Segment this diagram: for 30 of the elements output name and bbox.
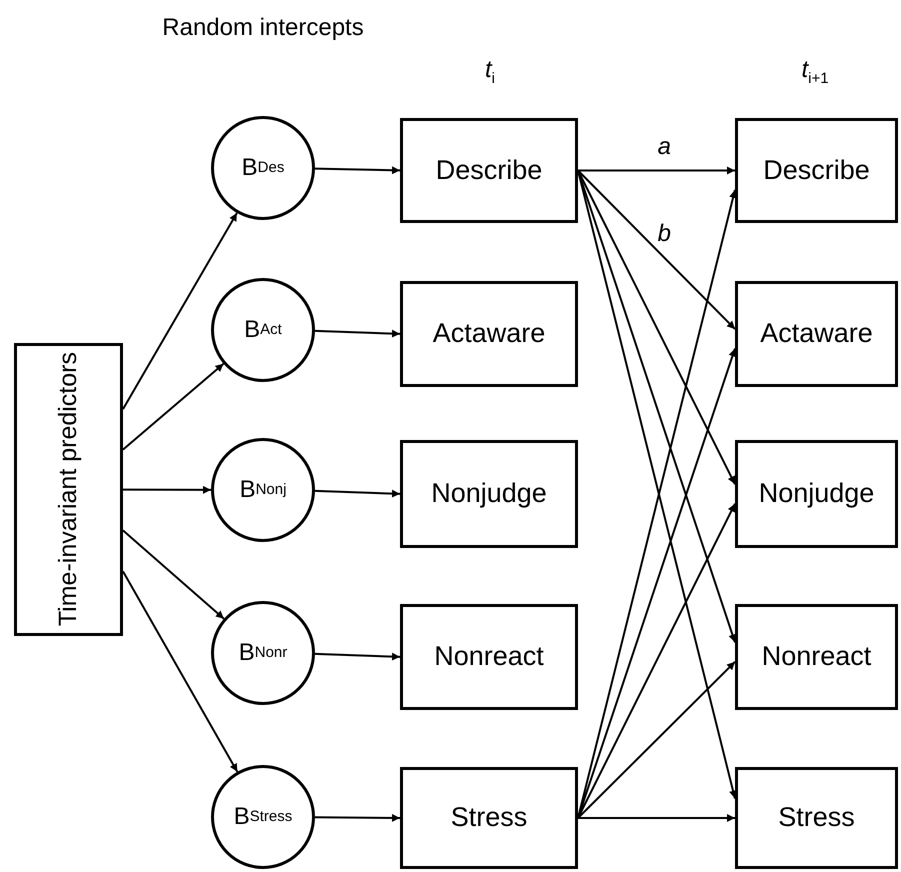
variable-box: Actaware bbox=[735, 281, 898, 387]
variable-box: Nonreact bbox=[400, 604, 578, 710]
arrow bbox=[578, 166, 735, 174]
column-heading: t$_{i}$ bbox=[485, 55, 495, 89]
variable-box: Nonreact bbox=[735, 604, 898, 710]
variable-box: Actaware bbox=[400, 281, 578, 387]
arrow bbox=[314, 166, 400, 174]
edge-label: a bbox=[658, 134, 672, 158]
column-heading: Random intercepts bbox=[162, 13, 364, 43]
arrow bbox=[123, 486, 211, 494]
arrow bbox=[578, 814, 735, 822]
arrow bbox=[577, 170, 736, 330]
arrow bbox=[122, 212, 238, 410]
variable-box: Nonjudge bbox=[400, 440, 578, 548]
arrow bbox=[122, 363, 224, 450]
variable-box: Nonjudge bbox=[735, 440, 898, 548]
variable-box: Stress bbox=[400, 767, 578, 869]
arrow bbox=[314, 652, 400, 661]
edge-label: b bbox=[658, 222, 672, 246]
arrow bbox=[577, 661, 736, 819]
arrow bbox=[314, 814, 400, 822]
variable-box: Describe bbox=[735, 118, 898, 223]
arrow bbox=[314, 490, 400, 498]
variable-box: Stress bbox=[735, 767, 898, 869]
arrow bbox=[122, 570, 238, 772]
column-heading: t$_{i+1}$ bbox=[801, 55, 829, 89]
arrow bbox=[314, 330, 400, 338]
arrow bbox=[122, 530, 225, 620]
variable-box: Describe bbox=[400, 118, 578, 223]
predictor-box: Time-invariant predictors bbox=[14, 343, 123, 636]
